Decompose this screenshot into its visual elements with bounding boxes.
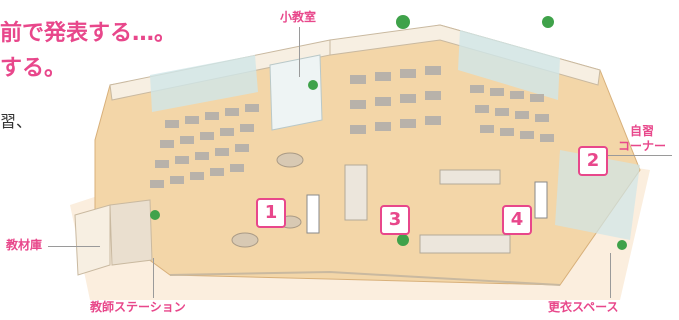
zone-badge-3: 3 — [380, 205, 410, 235]
desk-grid-left — [150, 104, 259, 188]
glass-partition-1 — [150, 55, 258, 112]
desk-grid-center — [350, 66, 441, 134]
storage-wall — [74, 204, 111, 276]
leader-changing-space — [610, 253, 611, 298]
zone-badge-2: 2 — [578, 146, 608, 176]
label-self-study: 自習 コーナー — [612, 124, 672, 154]
glass-partition-2 — [458, 30, 560, 100]
zone-badge-1: 1 — [256, 198, 286, 228]
whiteboard-2 — [534, 181, 548, 219]
leader-self-study — [608, 155, 672, 156]
leader-material-storage — [48, 246, 100, 247]
back-wall-right — [329, 24, 601, 86]
label-small-classroom: 小教室 — [280, 10, 317, 24]
body-text-fragment: 習、 — [0, 112, 33, 131]
desk-row-bench — [439, 169, 501, 185]
small-classroom-room — [269, 54, 323, 131]
desk-grid-right — [470, 85, 554, 142]
label-material-storage: 教材庫 — [6, 238, 43, 252]
label-self-study-line-2: コーナー — [617, 139, 666, 153]
label-changing-space: 更衣スペース — [548, 300, 619, 314]
shelf-center — [344, 164, 368, 221]
zone-badge-4: 4 — [502, 205, 532, 235]
leader-teacher-station — [153, 258, 154, 298]
whiteboard-1 — [306, 194, 320, 234]
glass-partition-3 — [555, 150, 640, 240]
label-teacher-station: 教師ステーション — [90, 300, 186, 314]
counter — [419, 234, 511, 254]
headline-line-1: 前で発表する…。 — [0, 21, 177, 46]
headline-line-2: する。 — [0, 56, 67, 81]
front-railing — [169, 270, 561, 286]
storage-shelf — [109, 199, 153, 266]
label-self-study-line-1: 自習 — [629, 124, 654, 138]
round-tables — [231, 152, 304, 248]
leader-small-classroom — [299, 27, 300, 77]
